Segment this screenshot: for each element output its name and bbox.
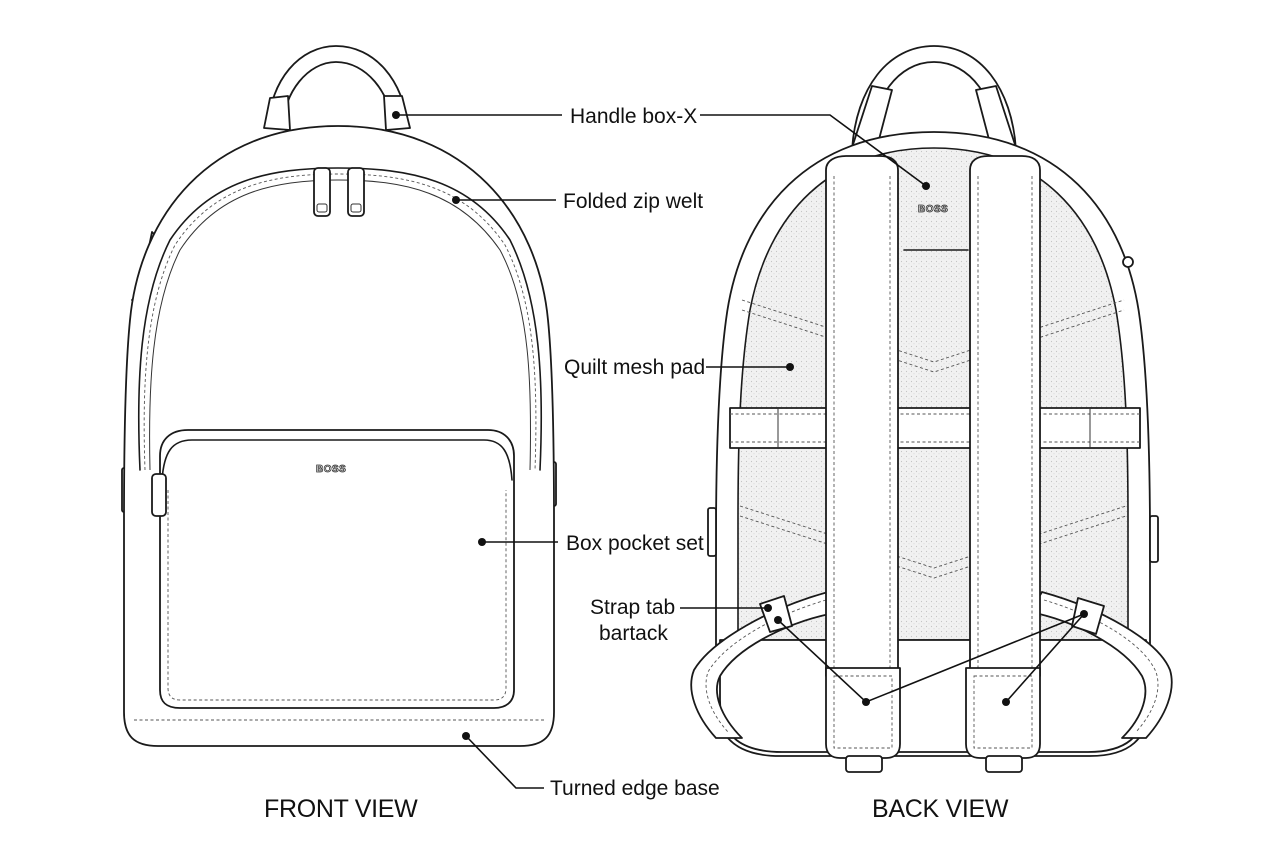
label-strap-tab-line1: Strap tab — [590, 596, 675, 619]
callout-leaders — [392, 111, 1088, 789]
back-left-shoulder-strap — [825, 155, 899, 677]
label-handle: Handle box-X — [570, 105, 697, 128]
back-right-strap-buckle — [985, 755, 1023, 773]
back-right-shoulder-strap — [969, 155, 1041, 677]
back-right-strap-tab — [1071, 597, 1105, 635]
label-zip-welt: Folded zip welt — [563, 190, 703, 213]
front-view-caption: FRONT VIEW — [264, 795, 418, 823]
back-left-strap-buckle — [845, 755, 883, 773]
label-base: Turned edge base — [550, 777, 720, 800]
front-pocket-zip-pull — [151, 473, 167, 517]
front-view-backpack: BOSS — [121, 45, 557, 747]
front-logo: BOSS — [316, 464, 346, 475]
back-view-backpack: BOSS — [690, 45, 1173, 773]
label-mesh-pad: Quilt mesh pad — [564, 356, 705, 379]
front-zip-welt-inner — [149, 179, 532, 471]
callout-labels: Handle box-X Folded zip welt Quilt mesh … — [264, 105, 1009, 823]
back-right-side-tab — [1149, 515, 1159, 563]
front-handle-tab-left — [263, 95, 291, 131]
back-mesh-panel — [737, 147, 1129, 641]
label-strap-tab-line2: bartack — [599, 622, 668, 645]
front-pocket-stitching — [167, 490, 507, 701]
front-pocket — [159, 429, 515, 709]
front-zip-pullers — [313, 167, 365, 217]
front-zip-welt-outer — [137, 167, 543, 471]
back-left-strap-end-tab — [825, 667, 901, 759]
back-logo: BOSS — [918, 204, 948, 215]
back-view-caption: BACK VIEW — [872, 795, 1009, 823]
front-pocket-zip — [161, 439, 513, 481]
back-quilt-lines — [739, 249, 1127, 579]
back-right-strap-loop — [1029, 591, 1173, 739]
back-side-zip-ring — [1122, 256, 1134, 268]
back-base-panel — [719, 639, 1147, 753]
back-left-side-tab — [707, 507, 717, 557]
label-pocket: Box pocket set — [566, 532, 704, 555]
back-right-strap-end-tab — [965, 667, 1041, 759]
